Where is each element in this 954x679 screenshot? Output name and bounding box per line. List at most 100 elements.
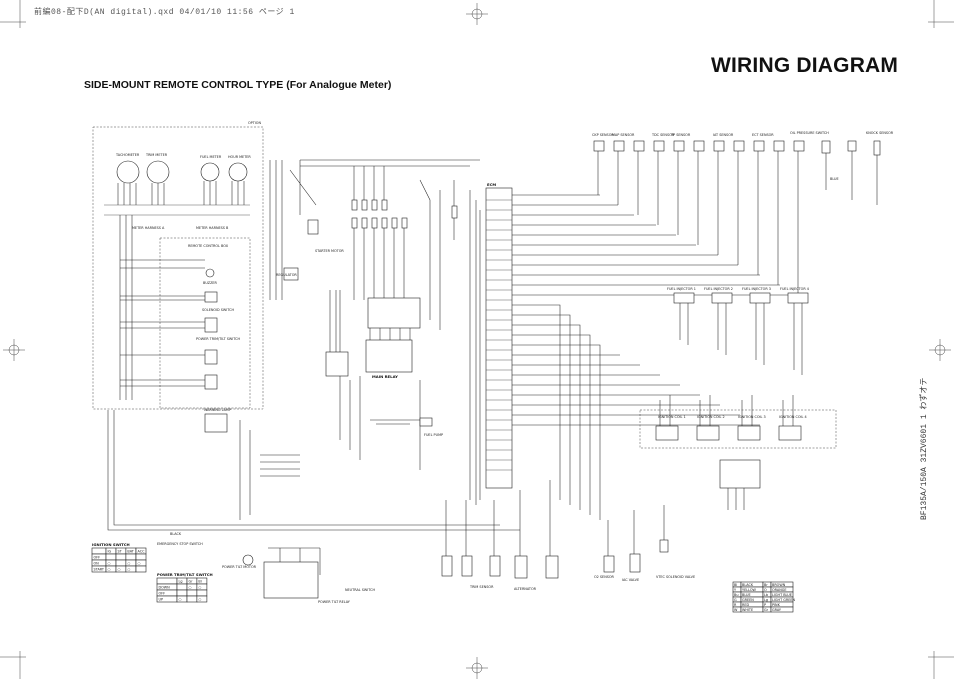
legend-cell-text: Y xyxy=(734,588,737,592)
ckp-label: CKP SENSOR xyxy=(592,133,614,137)
ignition-table-cell-text: OFF xyxy=(94,555,101,559)
oil-pressure-label: OIL PRESSURE SWITCH xyxy=(790,131,829,135)
page-subtitle: SIDE-MOUNT REMOTE CONTROL TYPE (For Anal… xyxy=(84,79,392,91)
tilt-table-cell xyxy=(156,577,178,585)
ect-label: ECT SENSOR xyxy=(752,133,774,137)
legend-cell-text: LIGHT BLUE xyxy=(772,593,792,597)
ignition-table-cell-text: ○ xyxy=(127,567,130,571)
ignition-table-cell-text: IG xyxy=(108,549,112,553)
legend-cell-text: P xyxy=(764,603,766,607)
coil-1-label: IGNITION COIL 1 xyxy=(658,415,686,419)
fuel-meter-label: FUEL METER xyxy=(200,155,222,159)
power-tilt-relay-label: POWER TILT RELAY xyxy=(318,600,351,604)
legend-cell xyxy=(770,606,794,613)
legend-cell-text: Bu xyxy=(734,593,738,597)
legend-cell-text: Bl xyxy=(734,583,737,587)
ignition-table-cell-text: BAT xyxy=(127,549,134,553)
ignition-table-cell-text: ○ xyxy=(108,567,111,571)
file-header: 前編08-配下D(AN digital).qxd 04/01/10 11:56 … xyxy=(34,8,295,17)
tilt-table-cell xyxy=(196,595,208,603)
ignition-table-cell xyxy=(115,553,127,561)
warning-lamp-label: WARNING LAMP xyxy=(204,408,231,412)
remote-box: REMOTE CONTROL BOX BUZZER SOLENOID SWITC… xyxy=(119,215,251,409)
knock-sensor-label: KNOCK SENSOR xyxy=(866,131,894,135)
fuel-pump-label: FUEL PUMP xyxy=(424,433,443,437)
bl-label: BLUE xyxy=(830,177,839,181)
ignition-table-cell-text: ○ xyxy=(127,561,130,565)
hour-meter-gauge xyxy=(228,162,248,182)
ignition-table-cell xyxy=(105,553,117,561)
ignition-table-cell-text: ACC xyxy=(138,549,146,553)
legend-cell-text: G xyxy=(734,598,737,602)
legend-cell-text: Lg xyxy=(764,598,768,602)
alternator-label: ALTERNATOR xyxy=(514,587,537,591)
injector-1-label: FUEL INJECTOR 1 xyxy=(667,287,696,291)
ignition-table-cell-text: START xyxy=(94,567,105,571)
tilt-table-cell-text: Bl xyxy=(198,579,201,583)
main-relay: MAIN RELAY FUEL PUMP xyxy=(325,290,443,470)
ignition-table-cell-text: ○ xyxy=(108,561,111,565)
option-label: OPTION xyxy=(248,121,261,125)
black-label: BLACK xyxy=(170,532,182,536)
legend-cell-text: W xyxy=(734,608,738,612)
ignition-table-cell-text: ○ xyxy=(138,561,141,565)
solenoid-switch-label: SOLENOID SWITCH xyxy=(202,308,234,312)
trim-meter-label: TRIM METER xyxy=(145,153,168,157)
tilt-table-cell-text: ○ xyxy=(198,597,201,601)
legend-cell-text: PINK xyxy=(772,603,781,607)
emergency-stop-label: EMERGENCY STOP SWITCH xyxy=(157,542,203,546)
fuel-meter-gauge xyxy=(200,162,220,182)
legend-cell-text: WHITE xyxy=(742,608,753,612)
ignition-table-cell-text: ○ xyxy=(118,567,121,571)
ignition-coils: IGNITION COIL 1 IGNITION COIL 2 IGNITION… xyxy=(639,395,837,510)
regulator-label: REGULATOR xyxy=(276,273,297,277)
ignition-table-cell-text: ST xyxy=(118,549,123,553)
ignition-table-cell xyxy=(135,565,147,573)
tachometer-label: TACHOMETER xyxy=(115,153,140,157)
tilt-table-cell xyxy=(196,589,208,597)
tilt-table-cell-text: OFF xyxy=(159,591,166,595)
warning-lamp-box xyxy=(204,413,228,433)
legend-cell-text: ORANGE xyxy=(772,588,787,592)
ecm-block: ECM xyxy=(469,182,800,520)
starter-area: STARTER MOTOR REGULATOR xyxy=(269,160,344,300)
hour-meter-label: HOUR METER xyxy=(228,155,251,159)
o2-label: O2 SENSOR xyxy=(594,575,615,579)
tilt-table-cell xyxy=(176,583,188,591)
legend-cell-text: Lb xyxy=(764,593,768,597)
tilt-table-cell xyxy=(186,589,198,597)
vtec-label: VTEC SOLENOID VALVE xyxy=(656,575,695,579)
option-region xyxy=(92,126,264,410)
legend-cell-text: BLUE xyxy=(742,593,751,597)
neutral-switch-label: NEUTRAL SWITCH xyxy=(345,588,375,592)
injector-3-label: FUEL INJECTOR 3 xyxy=(742,287,771,291)
injectors: FUEL INJECTOR 1 FUEL INJECTOR 2 FUEL INJ… xyxy=(667,287,809,375)
tilt-table-cell-text: UP xyxy=(159,597,164,601)
iat-label: IAT SENSOR xyxy=(713,133,734,137)
ignition-table-cell-text: ON xyxy=(94,561,100,565)
legend-cell-text: Gr xyxy=(764,608,769,612)
tdc-label: TDC SENSOR xyxy=(651,133,675,137)
tachometer-gauge xyxy=(116,160,140,184)
fuse-row xyxy=(300,159,480,330)
sensor-row: CKP SENSOR MAP SENSOR TDC SENSOR TP SENS… xyxy=(592,131,894,295)
buzzer-label: BUZZER xyxy=(203,281,218,285)
iac-label: IAC VALVE xyxy=(622,578,639,582)
lower-middle: NEUTRAL SWITCH TRIM SENSOR ALTERNATOR IA… xyxy=(345,480,695,592)
tilt-table-cell xyxy=(186,595,198,603)
map-label: MAP SENSOR xyxy=(612,133,635,137)
tilt-table-cell-text: ○ xyxy=(198,585,201,589)
remote-box-label: REMOTE CONTROL BOX xyxy=(188,244,229,248)
tilt-table-cell-text: Gr xyxy=(189,579,194,583)
meters: TACHOMETER TRIM METER FUEL METER HOUR ME… xyxy=(104,153,251,230)
legend-cell-text: YELLOW xyxy=(742,588,757,592)
ecm-label: ECM xyxy=(487,182,496,187)
page-title: WIRING DIAGRAM xyxy=(711,54,899,77)
legend-cell-text: LIGHT GREEN xyxy=(772,598,795,602)
legend-cell-text: RED xyxy=(742,603,749,607)
ignition-table-cell xyxy=(91,547,107,555)
